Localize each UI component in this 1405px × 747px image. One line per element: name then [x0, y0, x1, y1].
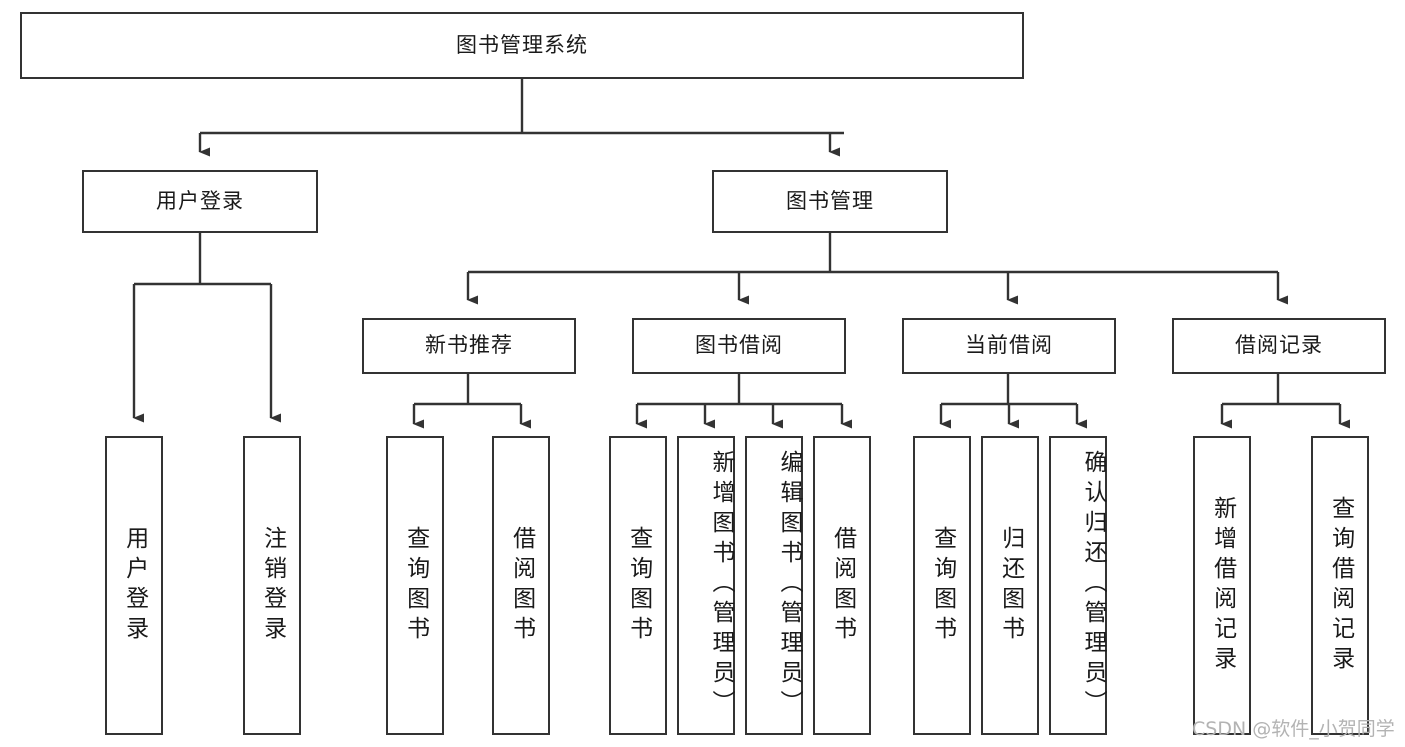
leaf-current-borrow-query-book[interactable]: 查询图书: [913, 436, 971, 735]
leaf-new-book-query-book[interactable]: 查询图书: [386, 436, 444, 735]
leaf-borrow-record-query-record[interactable]: 查询借阅记录: [1311, 436, 1369, 735]
node-new-book-recommend[interactable]: 新书推荐: [362, 318, 576, 374]
leaf-borrow-record-add-record[interactable]: 新增借阅记录: [1193, 436, 1251, 735]
leaf-book-borrow-edit-book-admin[interactable]: 编辑图书（管理员）: [745, 436, 803, 735]
leaf-user-login-login[interactable]: 用户登录: [105, 436, 163, 735]
leaf-book-borrow-add-book-admin[interactable]: 新增图书（管理员）: [677, 436, 735, 735]
node-book-borrow[interactable]: 图书借阅: [632, 318, 846, 374]
node-root-book-management-system[interactable]: 图书管理系统: [20, 12, 1024, 79]
leaf-current-borrow-return-book[interactable]: 归还图书: [981, 436, 1039, 735]
node-book-management[interactable]: 图书管理: [712, 170, 948, 233]
node-borrow-record[interactable]: 借阅记录: [1172, 318, 1386, 374]
node-current-borrow[interactable]: 当前借阅: [902, 318, 1116, 374]
leaf-new-book-borrow-book[interactable]: 借阅图书: [492, 436, 550, 735]
node-user-login[interactable]: 用户登录: [82, 170, 318, 233]
leaf-book-borrow-borrow-book[interactable]: 借阅图书: [813, 436, 871, 735]
leaf-current-borrow-confirm-return-admin[interactable]: 确认归还（管理员）: [1049, 436, 1107, 735]
leaf-user-login-logout[interactable]: 注销登录: [243, 436, 301, 735]
csdn-watermark: CSDN @软件_小贺同学: [1192, 718, 1395, 740]
leaf-book-borrow-query-book[interactable]: 查询图书: [609, 436, 667, 735]
